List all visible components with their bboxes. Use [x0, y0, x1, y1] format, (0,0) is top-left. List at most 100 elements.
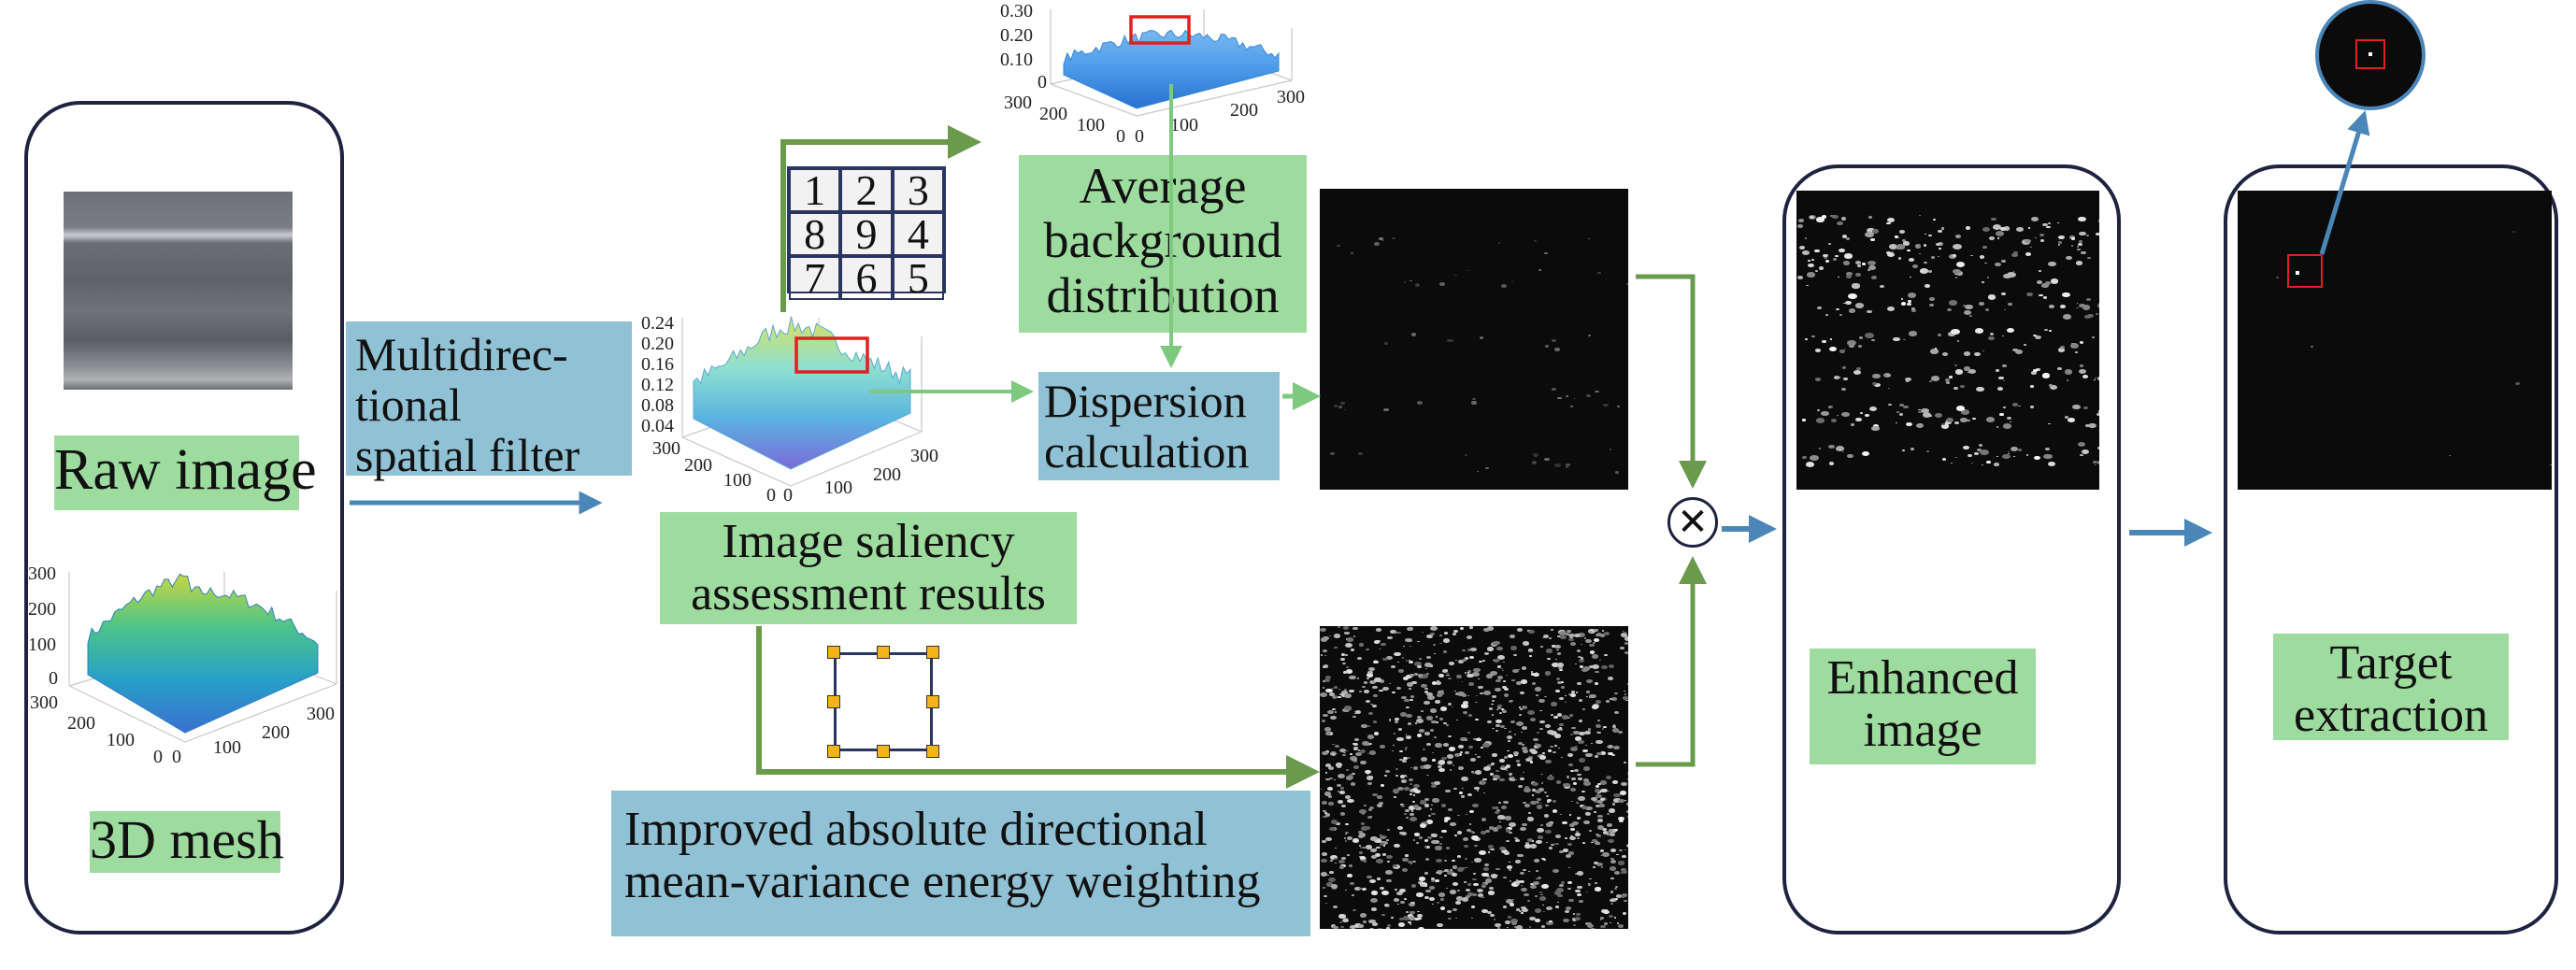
- bright-pixel: [2008, 451, 2011, 453]
- bright-pixel: [1411, 810, 1414, 812]
- bright-pixel: [1530, 749, 1538, 753]
- bright-pixel: [1391, 917, 1394, 919]
- bright-pixel: [1797, 219, 1804, 223]
- bright-pixel: [1610, 921, 1611, 923]
- bright-pixel: [1424, 687, 1428, 691]
- bright-pixel: [1620, 781, 1628, 787]
- bright-pixel: [1395, 718, 1400, 721]
- bright-pixel: [1452, 907, 1458, 912]
- bright-pixel: [1551, 629, 1553, 631]
- bright-pixel: [1387, 635, 1393, 640]
- bright-pixel: [1335, 745, 1340, 748]
- bright-pixel: [2029, 246, 2032, 248]
- bright-pixel: [1363, 689, 1369, 693]
- bright-pixel: [2004, 309, 2007, 311]
- bright-pixel: [1585, 806, 1594, 811]
- bright-pixel: [1557, 681, 1562, 684]
- bright-pixel: [1535, 869, 1539, 872]
- bright-pixel: [1583, 780, 1592, 786]
- z-tick: 300: [28, 563, 56, 584]
- bright-pixel: [1337, 764, 1342, 768]
- bright-pixel: [1458, 745, 1465, 749]
- bright-pixel: [1376, 804, 1383, 808]
- grid-cell: 2: [840, 168, 893, 212]
- bright-pixel: [1512, 750, 1519, 755]
- bright-pixel: [1539, 645, 1544, 648]
- bright-pixel: [1498, 712, 1503, 715]
- bright-pixel: [1346, 669, 1353, 674]
- bright-pixel: [1968, 314, 1973, 317]
- bright-pixel: [1532, 840, 1535, 842]
- bright-pixel: [1432, 798, 1439, 803]
- bright-pixel: [1359, 851, 1363, 854]
- bright-pixel: [1324, 678, 1331, 682]
- bright-pixel: [1396, 661, 1399, 663]
- bright-pixel: [2087, 256, 2091, 260]
- bright-pixel: [1476, 737, 1481, 741]
- bright-pixel: [1554, 464, 1561, 468]
- bright-pixel: [1517, 669, 1520, 671]
- bright-pixel: [1467, 792, 1472, 797]
- bright-pixel: [2097, 461, 2099, 464]
- bright-pixel: [1843, 377, 1848, 380]
- bright-pixel: [1970, 254, 1974, 257]
- bright-pixel: [1446, 674, 1450, 677]
- bright-pixel: [1467, 883, 1472, 886]
- bright-pixel: [1897, 257, 1902, 260]
- bright-pixel: [1334, 779, 1337, 781]
- bright-pixel: [1426, 694, 1435, 700]
- bright-pixel: [1576, 892, 1582, 897]
- bright-pixel: [1408, 915, 1416, 920]
- bright-pixel: [1451, 706, 1453, 707]
- bright-pixel: [1603, 725, 1608, 729]
- bright-pixel: [1353, 743, 1359, 747]
- bright-pixel: [1412, 766, 1419, 770]
- bright-pixel: [1538, 788, 1545, 792]
- bright-pixel: [1419, 729, 1424, 733]
- bright-pixel: [1364, 681, 1368, 684]
- x-tick: 200: [67, 713, 95, 734]
- bright-pixel: [1995, 369, 1999, 372]
- bright-pixel: [1498, 801, 1502, 804]
- bright-pixel: [2012, 270, 2015, 272]
- bright-pixel: [1384, 775, 1388, 777]
- bright-pixel: [1557, 893, 1563, 898]
- bright-pixel: [1982, 226, 1990, 232]
- bright-pixel: [1601, 630, 1604, 632]
- bright-pixel: [2009, 421, 2011, 423]
- bright-pixel: [1534, 687, 1542, 692]
- neighborhood-point: [926, 695, 939, 708]
- bright-pixel: [1501, 669, 1504, 671]
- bright-pixel: [1558, 668, 1563, 672]
- bright-pixel: [1492, 659, 1495, 661]
- bright-pixel: [1403, 813, 1407, 816]
- bright-pixel: [1955, 456, 1958, 459]
- bright-pixel: [1892, 254, 1895, 256]
- x-tick: 300: [652, 438, 680, 459]
- bright-pixel: [1440, 690, 1444, 692]
- bright-pixel: [1868, 268, 1871, 271]
- bright-pixel: [1954, 369, 1964, 375]
- bright-pixel: [1408, 687, 1411, 690]
- z-tick: 0.20: [641, 334, 674, 354]
- bright-pixel: [1968, 454, 1972, 458]
- bright-pixel: [1466, 829, 1472, 833]
- bright-pixel: [1472, 882, 1480, 887]
- bright-pixel: [1508, 831, 1512, 834]
- bright-pixel: [1381, 853, 1387, 857]
- bright-pixel: [1395, 720, 1398, 723]
- bright-pixel: [1393, 864, 1397, 868]
- bright-pixel: [1968, 368, 1977, 374]
- bright-pixel: [1472, 803, 1480, 808]
- bright-pixel: [1395, 792, 1398, 794]
- bright-pixel: [1554, 645, 1561, 649]
- bright-pixel: [1370, 703, 1373, 706]
- bright-pixel: [1467, 731, 1471, 734]
- bright-pixel: [1566, 853, 1572, 858]
- bright-pixel: [1333, 405, 1338, 408]
- bright-pixel: [1829, 338, 1832, 340]
- multiply-operator-icon: ✕: [1667, 497, 1718, 548]
- bright-pixel: [1504, 727, 1507, 730]
- bright-pixel: [2097, 377, 2099, 380]
- bright-pixel: [1454, 900, 1461, 905]
